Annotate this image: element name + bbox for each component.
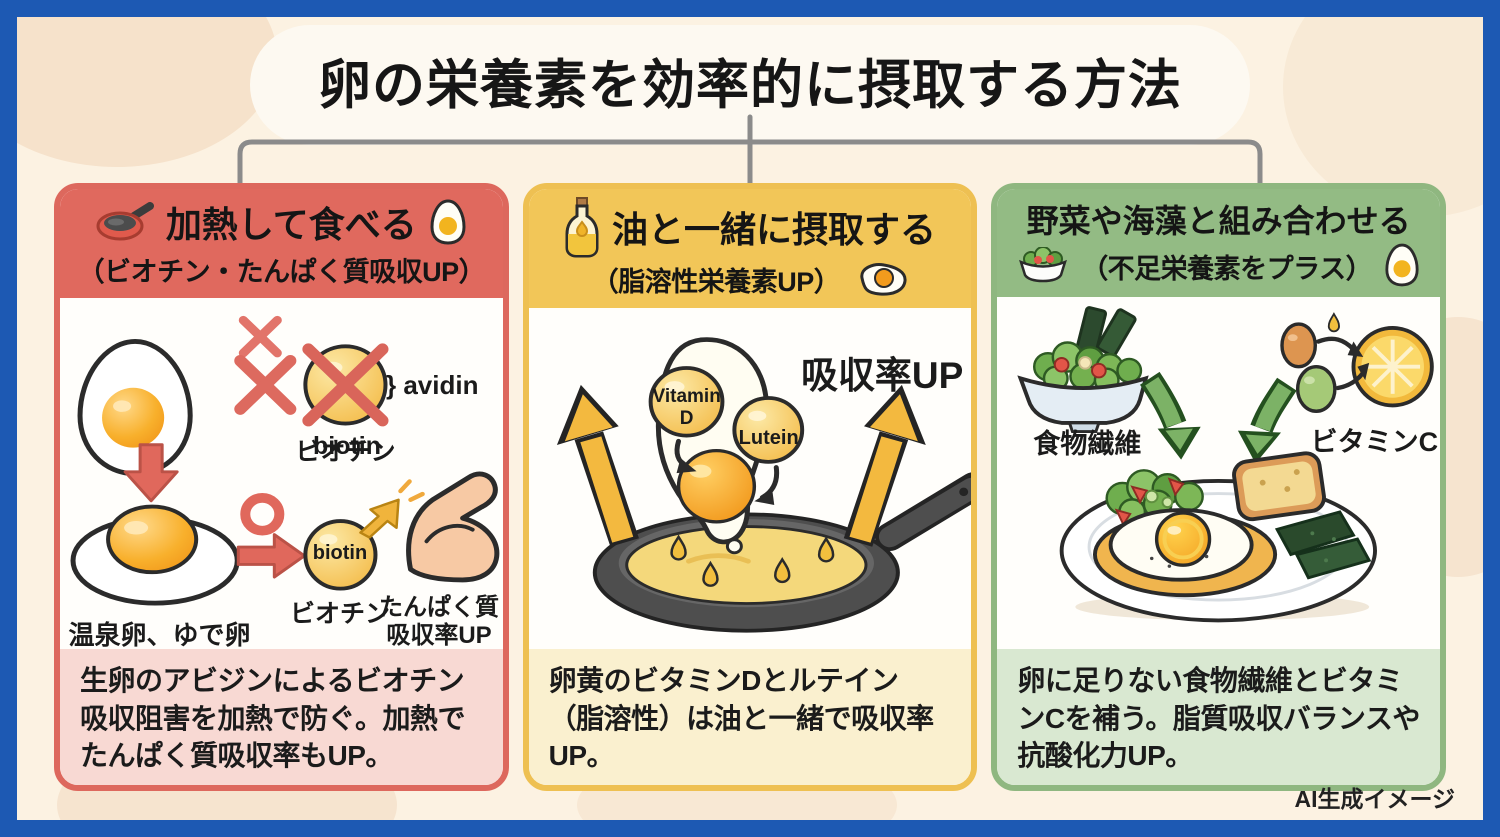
biotin-jp-label-bottom: ビオチン <box>289 600 390 628</box>
card2-illustration-area: 吸収率UP Vitamin D Lutein <box>528 308 972 650</box>
mini-arrow-lutein <box>753 465 779 505</box>
page-title: 卵の栄養素を効率的に摂取する方法 <box>318 56 1182 115</box>
green-arrow-left <box>1140 371 1202 460</box>
right-arrow <box>236 533 306 579</box>
absorption-arrow-left <box>556 384 639 547</box>
arrow-egg-to-lemon-top <box>1316 336 1364 358</box>
card1-header: 加熱して食べる （ビオチン・たんぱく質吸収UP） <box>60 189 503 298</box>
biotin-circle-label: biotin <box>312 432 382 460</box>
card3-illustration <box>1017 306 1435 623</box>
infographic-canvas: ✦ 卵の栄養素を効率的に摂取する方法 <box>17 17 1483 820</box>
biotin-jp-label-top: ビオチン <box>295 438 396 466</box>
fried-egg-icon <box>852 260 908 298</box>
card2-illustration <box>556 337 972 633</box>
yolk-graphic <box>676 448 756 524</box>
card3-illustration-area: 食物繊維 ビタミンC <box>997 297 1441 650</box>
plate-tomatoes <box>1115 477 1185 527</box>
arrow-egg-to-lemon-bottom <box>1335 362 1370 391</box>
absorption-arrow-right <box>843 384 926 547</box>
card2-subtitle: （脂溶性栄養素UP） <box>591 267 841 297</box>
ok-ring <box>240 493 285 536</box>
card2-header: 油と一緒に摂取する （脂溶性栄養素UP） <box>528 189 972 308</box>
protein-up-line2: 吸収率UP <box>386 622 492 650</box>
card1-footer: 生卵のアビジンによるビオチン吸収阻害を加熱で防ぐ。加熱でたんぱく質吸収率もUP。 <box>60 649 503 785</box>
vitamin-c-label: ビタミンC <box>1310 427 1439 457</box>
cards-row: 加熱して食べる （ビオチン・たんぱく質吸収UP） <box>54 183 1447 791</box>
boiled-egg-icon <box>1384 242 1420 288</box>
lutein-label: Lutein <box>738 427 799 449</box>
cooked-egg-graphic <box>70 504 240 606</box>
down-arrow <box>123 443 179 503</box>
protein-up-line1: たんぱく質 <box>379 594 499 621</box>
nori-sheets-graphic <box>1275 510 1372 580</box>
card2-title: 油と一緒に摂取する <box>612 209 937 250</box>
cross-mark-large <box>234 354 297 415</box>
vitamin-d-label: Vitamin D <box>647 386 727 431</box>
up-right-yellow-arrow <box>359 498 400 539</box>
card3-footer: 卵に足りない食物繊維とビタミンCを補う。脂質吸収バランスや抗酸化力UP。 <box>997 649 1441 785</box>
cross-mark-small <box>238 315 282 358</box>
bicep-arm-graphic <box>406 471 500 583</box>
card-heated-eggs: 加熱して食べる （ビオチン・たんぱく質吸収UP） <box>54 183 509 791</box>
boiled-egg-icon <box>429 198 467 246</box>
ai-generated-watermark: AI生成イメージ <box>1294 786 1455 812</box>
vitamin-d-line2: D <box>679 408 694 430</box>
boiled-egg-graphic <box>77 339 193 477</box>
lemon-graphic <box>1351 326 1435 408</box>
card3-subtitle: （不足栄養素をプラス） <box>1081 253 1373 284</box>
biotin-circle-graphic <box>303 519 378 591</box>
frying-pan-graphic <box>592 472 972 633</box>
eggs-graphic <box>1280 312 1341 413</box>
card3-title: 野菜や海藻と組み合わせる <box>1026 203 1411 239</box>
cooked-eggs-label: 温泉卵、ゆで卵 <box>68 620 251 650</box>
oil-bottle-icon <box>564 196 600 258</box>
dietary-fiber-label: 食物繊維 <box>1033 429 1142 459</box>
card-eat-with-oil: 油と一緒に摂取する （脂溶性栄養素UP） <box>522 183 978 791</box>
vitamin-d-line1: Vitamin <box>652 386 721 407</box>
card1-footer-text: 生卵のアビジンによるビオチン吸収阻害を加熱で防ぐ。加熱でたんぱく質吸収率もUP。 <box>80 665 466 772</box>
salad-bowl-graphic <box>1017 306 1150 434</box>
biotin-circle-text: biotin <box>312 542 368 564</box>
plate-egg-graphic <box>1093 508 1278 598</box>
card1-subtitle: （ビオチン・たんぱく質吸収UP） <box>77 257 486 287</box>
frying-pan-icon <box>96 202 154 242</box>
cross-mark-over-biotin <box>302 343 389 427</box>
oil-droplets <box>669 534 835 587</box>
protein-up-label: たんぱく質 吸収率UP <box>378 594 500 651</box>
mini-arrow-vitamin <box>674 438 697 474</box>
card-combine-vegetables: 野菜や海藻と組み合わせる <box>991 183 1447 791</box>
card3-footer-text: 卵に足りない食物繊維とビタミンCを補う。脂質吸収バランスや抗酸化力UP。 <box>1017 665 1420 772</box>
card2-footer: 卵黄のビタミンDとルテイン（脂溶性）は油と一緒で吸収率UP。 <box>528 649 972 785</box>
salad-bowl-icon <box>1017 246 1069 283</box>
spark-lines <box>398 479 425 502</box>
branch-connector-lines <box>237 114 1263 188</box>
absorption-up-label: 吸収率UP <box>800 355 964 396</box>
card1-illustration-area: biotin } avidin ビオチン 温泉卵、ゆで卵 biotin ビオチン… <box>60 298 503 651</box>
avidin-label: } avidin <box>386 370 479 400</box>
card3-header: 野菜や海藻と組み合わせる <box>997 189 1441 297</box>
green-arrow-right <box>1238 377 1298 464</box>
card1-illustration <box>70 315 500 606</box>
card2-footer-text: 卵黄のビタミンDとルテイン（脂溶性）は油と一緒で吸収率UP。 <box>548 665 935 772</box>
toast-graphic <box>1232 451 1327 522</box>
card1-title: 加熱して食べる <box>165 204 417 245</box>
